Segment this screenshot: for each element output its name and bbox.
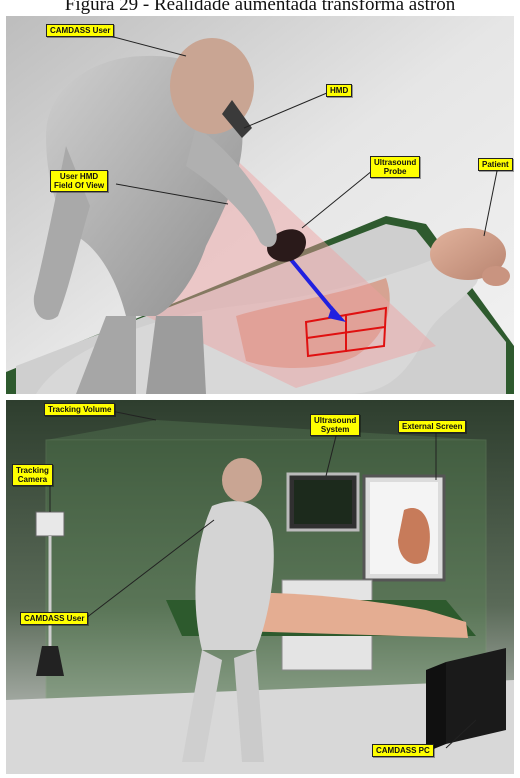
label-camdass-pc: CAMDASS PC xyxy=(372,744,434,757)
label-patient: Patient xyxy=(478,158,513,171)
tracking-scene xyxy=(6,400,514,774)
label-tracking-volume: Tracking Volume xyxy=(44,403,115,416)
figure-caption: Figura 29 - Realidade aumentada transfor… xyxy=(0,0,520,16)
label-hmd: HMD xyxy=(326,84,352,97)
hmd-scene xyxy=(6,16,514,394)
label-camdass-user-bottom: CAMDASS User xyxy=(20,612,88,625)
label-camdass-user: CAMDASS User xyxy=(46,24,114,37)
label-external-screen: External Screen xyxy=(398,420,466,433)
